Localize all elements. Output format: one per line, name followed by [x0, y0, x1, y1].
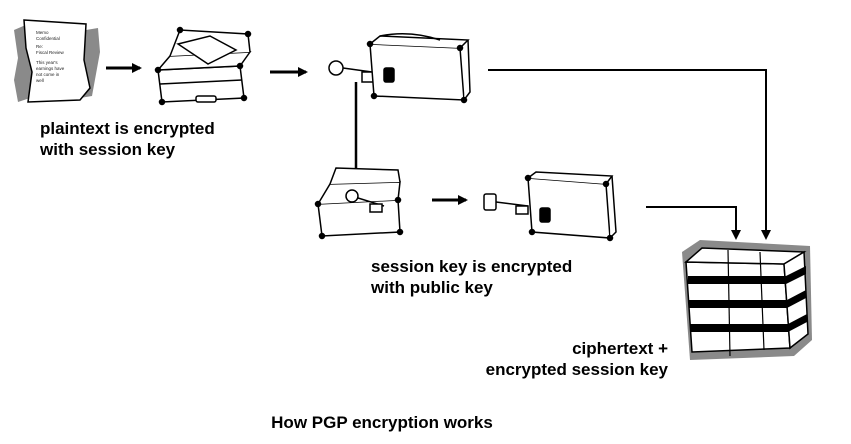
session-key-label: session key is encrypted with public key	[371, 256, 572, 298]
figure-caption: How PGP encryption works	[271, 413, 493, 432]
locked-session-case-icon	[524, 171, 617, 242]
arrow-ciphertext	[488, 69, 771, 240]
arrow-encrypted-key	[646, 206, 741, 240]
plaintext-label-line1: plaintext is encrypted	[40, 119, 215, 138]
doc-line: well	[36, 78, 44, 83]
open-case-with-key-icon	[314, 167, 404, 240]
session-key-icon	[328, 60, 375, 83]
doc-line: not come in	[36, 72, 60, 77]
cipher-label-line2: encrypted session key	[485, 360, 668, 379]
doc-line: Memo	[36, 30, 49, 35]
session-label-line2: with public key	[371, 278, 493, 297]
plaintext-label: plaintext is encrypted with session key	[40, 118, 215, 160]
public-key-icon	[483, 193, 529, 215]
session-label-line1: session key is encrypted	[371, 257, 573, 276]
doc-line: Confidential	[36, 36, 60, 41]
ciphertext-label: ciphertext + encrypted session key	[463, 338, 668, 380]
ciphertext-bundle-icon	[682, 240, 812, 360]
doc-line: Re:	[36, 44, 43, 49]
doc-line: This year's	[36, 60, 58, 65]
doc-line: Fiscal Review	[36, 50, 65, 55]
closed-suitcase-icon	[366, 33, 471, 104]
open-suitcase-icon	[154, 26, 252, 106]
plaintext-label-line2: with session key	[40, 140, 176, 159]
doc-line: earnings have	[36, 66, 65, 71]
cipher-label-line1: ciphertext +	[572, 339, 668, 358]
plaintext-document-icon: Memo Confidential Re: Fiscal Review This…	[14, 19, 100, 103]
